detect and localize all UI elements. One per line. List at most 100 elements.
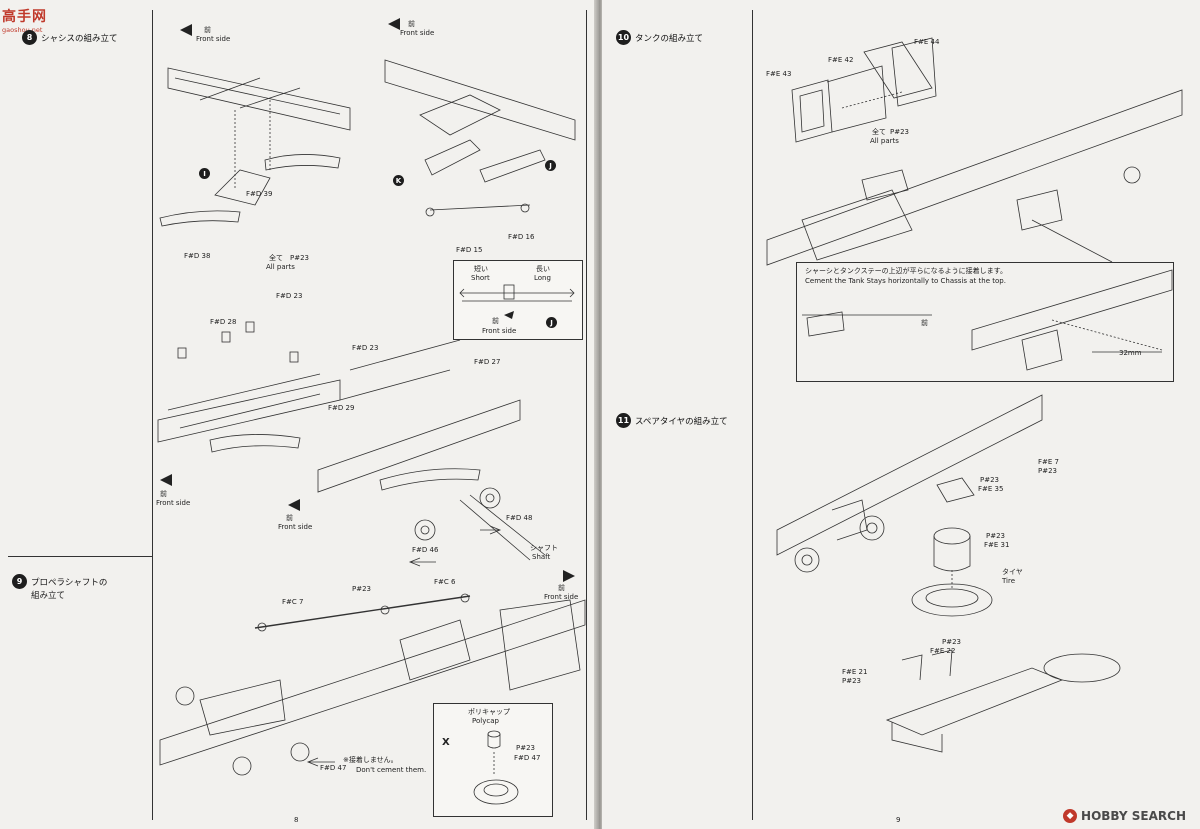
front-label-en-1: Front side: [196, 35, 231, 43]
hobby-search-icon: ◆: [1063, 809, 1078, 823]
part-fe43: F#E 43: [766, 70, 792, 78]
part-fd16: F#D 16: [508, 233, 535, 241]
step-11-heading: 11 スペアタイヤの組み立て: [616, 413, 728, 428]
watermark-chars: 高手网: [2, 9, 47, 25]
page-number-left: 8: [294, 816, 299, 824]
front-arrow-5: [563, 570, 575, 582]
watermark-url: gaoshou.net: [2, 26, 43, 34]
polycap-label-jp: ポリキャップ: [468, 708, 510, 716]
shaft-label-en: Shaft: [532, 553, 551, 561]
front-label-jp-2: 前: [408, 20, 415, 28]
shaft-label-jp: シャフト: [530, 544, 558, 552]
polycap-label-en: Polycap: [472, 717, 499, 725]
carrier-arm-2: [931, 649, 953, 677]
inset-chassis: [971, 269, 1173, 351]
axle-bracket: [419, 94, 501, 136]
chassis-rail-top-b: [384, 59, 576, 141]
part-fe7: F#E 7: [1038, 458, 1059, 466]
tank-note-box: シャーシとタンクステーの上辺が平らになるように接着します。 Cement the…: [796, 262, 1174, 382]
part-p23-7: P#23: [986, 532, 1005, 540]
step-10-number: 10: [616, 30, 631, 45]
part-fd47-1: F#D 47: [320, 764, 347, 772]
part-fe44: F#E 44: [914, 38, 940, 46]
left-page: 高手网 gaoshou.net 8 シャシスの組み立て 9 プロペラシャフトの …: [0, 0, 598, 829]
marker-J-inset: J: [546, 317, 557, 328]
left-page-illustrations: [157, 18, 586, 776]
part-p23-5: P#23: [1038, 467, 1057, 475]
front-label-jp-4: 前: [286, 514, 293, 522]
chassis-bottom: [159, 599, 586, 766]
chassis-step10: [766, 89, 1183, 266]
inset-front-en: Front side: [482, 327, 517, 335]
part-p23-6: P#23: [980, 476, 999, 484]
no-cement-jp: ※接着しません。: [343, 756, 398, 764]
front-arrow-2: [388, 18, 400, 30]
front-arrow-3: [160, 474, 172, 486]
tank-end-cap-1: [791, 79, 833, 143]
chassis-rail-line: [174, 77, 341, 115]
front-label-jp-1: 前: [204, 26, 211, 34]
tire-label-en: Tire: [1002, 577, 1016, 585]
step-8-number: 8: [22, 30, 37, 45]
part-fd15: F#D 15: [456, 246, 483, 254]
short-label-en: Short: [471, 274, 490, 282]
part-p23-4: P#23: [890, 128, 909, 136]
part-fd27: F#D 27: [474, 358, 501, 366]
tank-body: [826, 65, 887, 133]
part-fd38: F#D 38: [184, 252, 211, 260]
long-label-en: Long: [534, 274, 551, 282]
mount-plate: [936, 477, 975, 503]
step-11-number: 11: [616, 413, 631, 428]
chassis-mid-b: [317, 399, 521, 493]
inset-tank: [1021, 329, 1063, 371]
step-9-title-line1: プロペラシャフトの: [31, 577, 108, 588]
short-long-diagram: [459, 284, 575, 319]
step-11-title: スペアタイヤの組み立て: [635, 416, 728, 427]
part-fd47-2: F#D 47: [514, 754, 541, 762]
divider-s9: [8, 556, 152, 557]
carrier-tire: [1043, 653, 1121, 683]
rear-axle: [199, 679, 286, 736]
rod-assembly: [429, 204, 531, 211]
all-parts-jp-1: 全て: [269, 254, 283, 262]
tire-carrier-frame: [885, 667, 1064, 736]
part-p23-3: P#23: [516, 744, 535, 752]
part-fd39: F#D 39: [246, 190, 273, 198]
step-9-number: 9: [12, 574, 27, 589]
all-parts-en-2: All parts: [870, 137, 899, 145]
engine-step10: [801, 189, 913, 261]
short-label-jp: 短い: [474, 265, 488, 273]
hobby-search-logo: ◆ HOBBY SEARCH: [1063, 809, 1186, 823]
frame-line-right: [586, 10, 587, 820]
part-p23-8: P#23: [942, 638, 961, 646]
part-fc6: F#C 6: [434, 578, 456, 586]
leaf-spring-1: [159, 210, 241, 227]
tank-note-jp: シャーシとタンクステーの上辺が平らになるように接着します。: [805, 267, 1007, 275]
axle-arm: [479, 149, 546, 183]
part-fe35: F#E 35: [978, 485, 1004, 493]
x-mark: X: [442, 737, 450, 748]
polycap-diagram: [473, 730, 519, 805]
marker-K: K: [393, 175, 404, 186]
arrow-fd48: [480, 525, 502, 535]
leaf-spring-3: [209, 434, 301, 453]
spare-bracket: [831, 499, 868, 541]
step-10-heading: 10 タンクの組み立て: [616, 30, 703, 45]
front-label-en-4: Front side: [278, 523, 313, 531]
part-fd23-2: F#D 23: [352, 344, 379, 352]
arrow-fd46: [408, 557, 436, 567]
part-fe22: F#E 22: [930, 647, 956, 655]
step-9-title-line2: 組み立て: [31, 591, 66, 601]
arrow-no-cement: [306, 757, 335, 767]
part-fd23-1: F#D 23: [276, 292, 303, 300]
front-arrow-4: [288, 499, 300, 511]
front-label-en-2: Front side: [400, 29, 435, 37]
step-8-heading: 8 シャシスの組み立て: [22, 30, 118, 45]
marker-I: I: [199, 168, 210, 179]
spring-hanger: [214, 169, 271, 206]
engine-block: [399, 619, 471, 681]
frame-line-left: [152, 10, 153, 820]
part-fd48: F#D 48: [506, 514, 533, 522]
part-fe42: F#E 42: [828, 56, 854, 64]
tire-label-jp: タイヤ: [1002, 568, 1023, 576]
